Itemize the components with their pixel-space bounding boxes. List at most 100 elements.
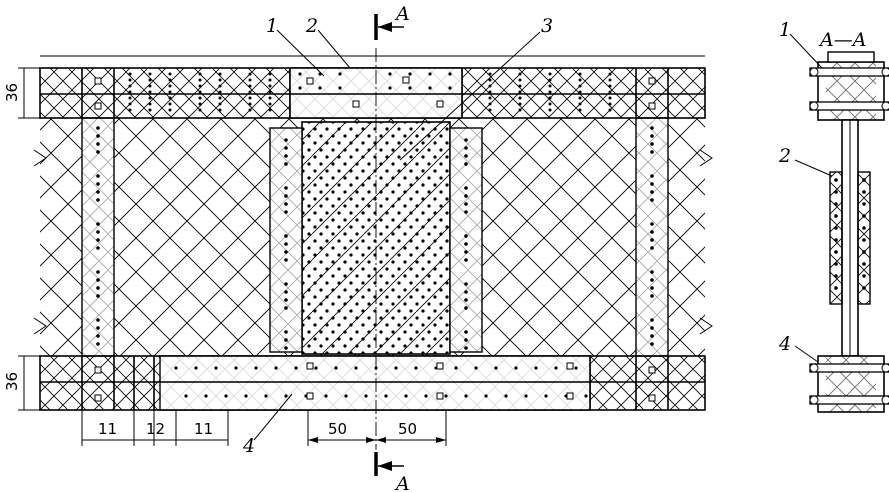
- stiffener-bolt: [464, 154, 468, 158]
- flange-bolt: [448, 72, 452, 76]
- flange-bolt: [248, 108, 252, 112]
- flange-bolt: [204, 394, 208, 398]
- stiffener-bolt: [96, 246, 100, 250]
- flange-bolt: [578, 96, 582, 100]
- web-bolt: [862, 226, 866, 230]
- top-flange-bolts: [94, 72, 656, 112]
- flange-bolt: [148, 90, 152, 94]
- stiffener-bolt: [650, 342, 654, 346]
- flange-bolt: [268, 72, 272, 76]
- flange-bolt: [548, 78, 552, 82]
- flange-bolt: [298, 72, 302, 76]
- section-web-splice-left: [829, 171, 843, 305]
- flange-bolt: [148, 102, 152, 106]
- flange-bolt: [338, 72, 342, 76]
- flange-bolt: [608, 108, 612, 112]
- horizontal-dimensions: 11 12 11 50 50: [81, 410, 447, 446]
- flange-bolt: [518, 72, 522, 76]
- stiffener-bolt: [284, 306, 288, 310]
- dim-flange-top: 36: [3, 83, 21, 102]
- dim-splice-left: 50: [328, 420, 347, 438]
- flange-bolt: [198, 78, 202, 82]
- stiffener-bolt: [464, 250, 468, 254]
- stiffener-bolt: [284, 234, 288, 238]
- stiffener-bolt: [464, 346, 468, 350]
- flange-bolt: [488, 78, 492, 82]
- top-flange: [39, 55, 706, 119]
- flange-bolt: [128, 102, 132, 106]
- flange-bolt: [504, 394, 508, 398]
- flange-bolt: [268, 90, 272, 94]
- flange-bolt: [474, 366, 478, 370]
- stiffener-bolt: [464, 194, 468, 198]
- web-bolt: [862, 250, 866, 254]
- web-bolt: [834, 262, 838, 266]
- flange-bolt: [464, 394, 468, 398]
- bolt-head: [566, 362, 574, 370]
- web-bolt: [834, 190, 838, 194]
- flange-bolt: [578, 84, 582, 88]
- flange-bolt: [488, 90, 492, 94]
- section-view: A—A: [778, 19, 889, 413]
- flange-bolt: [244, 394, 248, 398]
- flange-bolt: [424, 394, 428, 398]
- flange-bolt: [224, 394, 228, 398]
- section-web-splice-right: [857, 171, 871, 305]
- flange-bolt: [544, 394, 548, 398]
- flange-bolt: [268, 108, 272, 112]
- flange-bolt: [128, 90, 132, 94]
- flange-bolt: [608, 102, 612, 106]
- flange-bolt: [518, 78, 522, 82]
- flange-bolt: [454, 366, 458, 370]
- bolt-head: [306, 77, 314, 85]
- web-bolt: [834, 226, 838, 230]
- flange-bolt: [548, 108, 552, 112]
- flange-bolt: [198, 72, 202, 76]
- flange-bolt: [198, 90, 202, 94]
- flange-bolt: [248, 84, 252, 88]
- stiffener-bolt: [96, 342, 100, 346]
- flange-bolt: [578, 72, 582, 76]
- flange-bolt: [414, 366, 418, 370]
- flange-bolt: [168, 102, 172, 106]
- stiffener-bolt: [284, 298, 288, 302]
- web-bolt: [862, 178, 866, 182]
- callout-1: 1: [266, 15, 278, 37]
- web-bolt: [834, 202, 838, 206]
- flange-bolt: [248, 90, 252, 94]
- stiffener-bolt: [650, 198, 654, 202]
- stiffener-bolt: [284, 146, 288, 150]
- stiffener-bolt: [96, 238, 100, 242]
- web-bolt: [834, 286, 838, 290]
- flange-bolt: [248, 72, 252, 76]
- flange-bolt: [248, 102, 252, 106]
- flange-bolt: [248, 78, 252, 82]
- flange-bolt: [268, 102, 272, 106]
- flange-bolt: [608, 90, 612, 94]
- stiffener-bolt: [284, 186, 288, 190]
- stiffener-bolt: [96, 126, 100, 130]
- stiffener-bolt: [650, 230, 654, 234]
- section-web-bolts: [834, 178, 866, 290]
- flange-bolt: [518, 102, 522, 106]
- stiffener-bolt: [96, 278, 100, 282]
- flange-bolt: [488, 72, 492, 76]
- flange-bolt: [218, 108, 222, 112]
- flange-bolt: [608, 84, 612, 88]
- flange-bolt: [148, 108, 152, 112]
- web-bolt: [862, 190, 866, 194]
- section-top-bolts: [809, 67, 889, 111]
- flange-bolt: [338, 86, 342, 90]
- flange-bolt: [488, 102, 492, 106]
- flange-bolt: [388, 86, 392, 90]
- stiffener-bolt: [464, 242, 468, 246]
- bolt-head: [436, 100, 444, 108]
- bolt-head: [436, 362, 444, 370]
- flange-bolt: [168, 84, 172, 88]
- flange-bolt: [408, 72, 412, 76]
- flange-bolt: [314, 366, 318, 370]
- flange-bolt: [274, 366, 278, 370]
- flange-bolt: [268, 78, 272, 82]
- stiffener-bolt: [284, 242, 288, 246]
